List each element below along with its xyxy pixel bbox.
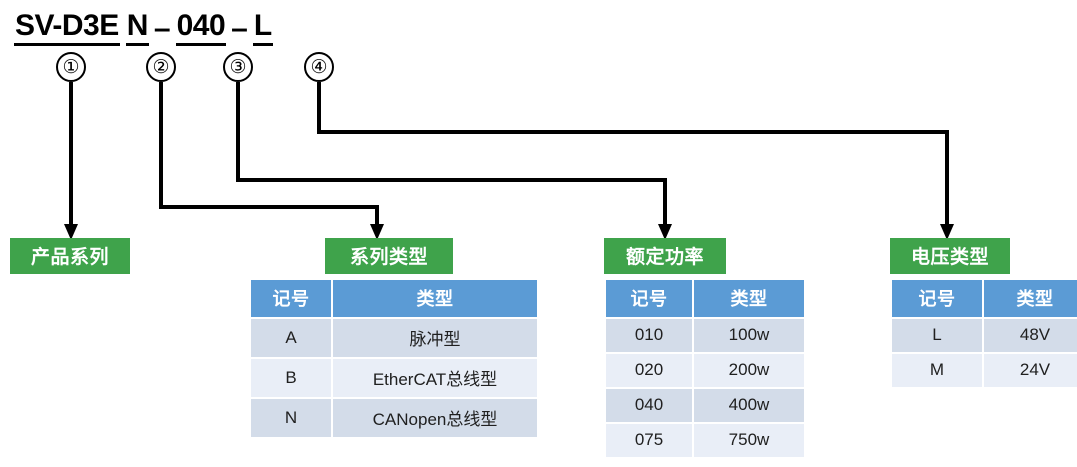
callout-marker-1: ①: [56, 52, 86, 82]
cell-code: M: [892, 354, 982, 387]
cell-type: 24V: [984, 354, 1077, 387]
table-rated-power: 记号 类型 010 100w 020 200w 040 400w 075 750…: [604, 278, 806, 459]
cell-type: EtherCAT总线型: [333, 359, 537, 397]
category-title-series-type: 系列类型: [325, 238, 453, 274]
table-row: A 脉冲型: [251, 319, 537, 357]
callout-marker-2: ②: [146, 52, 176, 82]
category-title-voltage-type: 电压类型: [890, 238, 1010, 274]
cell-type: 100w: [694, 319, 804, 352]
cell-type: 48V: [984, 319, 1077, 352]
table-row: N CANopen总线型: [251, 399, 537, 437]
column-header-code: 记号: [892, 280, 982, 317]
cell-code: A: [251, 319, 331, 357]
table-header-row: 记号 类型: [892, 280, 1077, 317]
category-rated-power: 额定功率 记号 类型 010 100w 020 200w 040 400w 07…: [604, 238, 806, 459]
column-header-type: 类型: [984, 280, 1077, 317]
table-series-type: 记号 类型 A 脉冲型 B EtherCAT总线型 N CANopen总线型: [249, 278, 539, 439]
column-header-code: 记号: [251, 280, 331, 317]
cell-code: 010: [606, 319, 692, 352]
cell-code: 075: [606, 424, 692, 457]
cell-type: 750w: [694, 424, 804, 457]
connector-path-3: [236, 82, 667, 228]
category-product-series: 产品系列: [10, 238, 130, 274]
callout-marker-3: ③: [223, 52, 253, 82]
callout-marker-4: ④: [304, 52, 334, 82]
cell-code: 040: [606, 389, 692, 422]
category-title-rated-power: 额定功率: [604, 238, 726, 274]
table-row: 075 750w: [606, 424, 804, 457]
model-number-string: SV-D3E N – 040 – L: [14, 8, 273, 46]
cell-type: 脉冲型: [333, 319, 537, 357]
cell-code: N: [251, 399, 331, 437]
cell-code: 020: [606, 354, 692, 387]
connector-path-4: [317, 82, 949, 228]
cell-type: 400w: [694, 389, 804, 422]
table-voltage-type: 记号 类型 L 48V M 24V: [890, 278, 1077, 389]
category-title-product-series: 产品系列: [10, 238, 130, 274]
model-separator-2: –: [231, 11, 248, 45]
category-series-type: 系列类型 记号 类型 A 脉冲型 B EtherCAT总线型 N CANopen…: [249, 238, 539, 439]
table-row: 040 400w: [606, 389, 804, 422]
cell-type: 200w: [694, 354, 804, 387]
category-voltage-type: 电压类型 记号 类型 L 48V M 24V: [890, 238, 1077, 389]
model-segment-1: SV-D3E: [14, 9, 120, 46]
table-header-row: 记号 类型: [606, 280, 804, 317]
table-row: 010 100w: [606, 319, 804, 352]
model-segment-3: 040: [175, 9, 227, 46]
cell-code: B: [251, 359, 331, 397]
table-row: L 48V: [892, 319, 1077, 352]
table-row: B EtherCAT总线型: [251, 359, 537, 397]
model-segment-2: N: [125, 9, 149, 46]
column-header-type: 类型: [694, 280, 804, 317]
cell-code: L: [892, 319, 982, 352]
table-row: M 24V: [892, 354, 1077, 387]
table-header-row: 记号 类型: [251, 280, 537, 317]
column-header-code: 记号: [606, 280, 692, 317]
model-segment-4: L: [252, 9, 273, 46]
column-header-type: 类型: [333, 280, 537, 317]
cell-type: CANopen总线型: [333, 399, 537, 437]
connector-path-2: [159, 82, 379, 228]
table-row: 020 200w: [606, 354, 804, 387]
model-separator-1: –: [153, 11, 171, 45]
